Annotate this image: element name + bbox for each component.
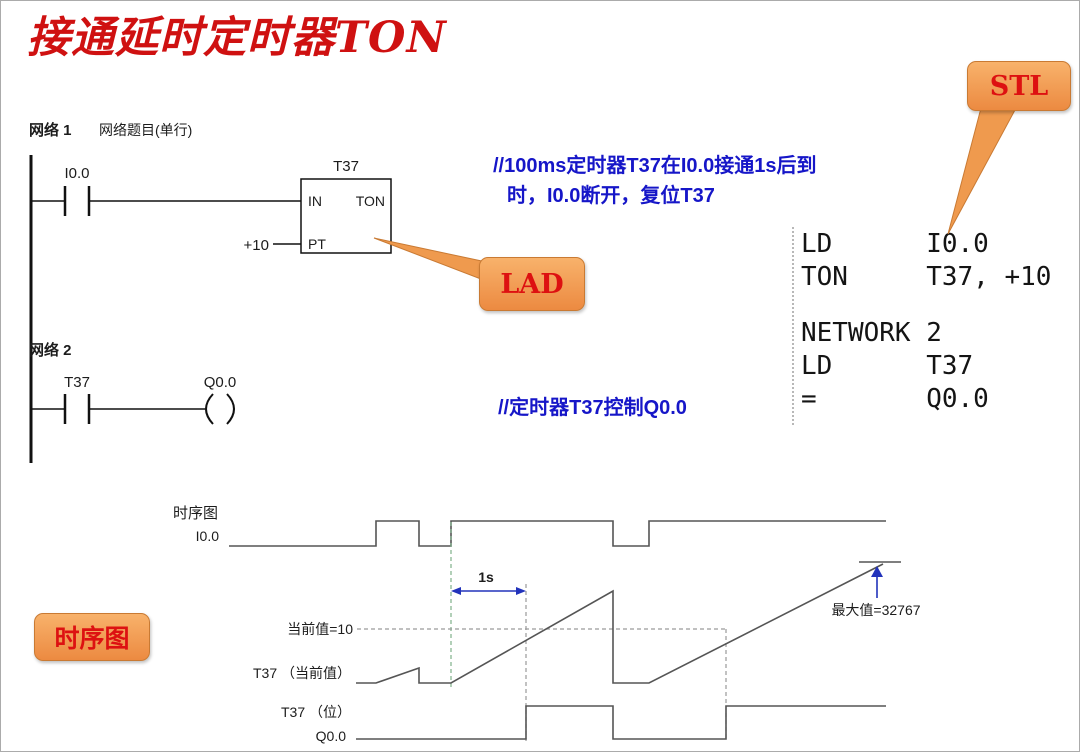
preset-value-label: 当前值=10 — [287, 621, 353, 637]
timer-ton-label: TON — [356, 193, 385, 209]
timer-comment-line2: 时，I0.0断开，复位T37 — [507, 185, 715, 207]
stl-left-rule — [792, 227, 794, 425]
page-title: 接通延时定时器TON — [27, 13, 447, 63]
network1-contact-label: I0.0 — [64, 165, 89, 182]
lad-callout-label: LAD — [500, 268, 564, 300]
ladder-diagram: 网络 1 网络题目(单行) I0.0 T37 IN TON PT +10 网络 … — [29, 121, 392, 463]
stl-code-block: LD I0.0 TON T37, +10 NETWORK 2 LD T37 = … — [801, 229, 1051, 417]
q00-label: Q0.0 — [316, 728, 347, 744]
timer-preset-value: +10 — [244, 237, 269, 254]
network2-label: 网络 2 — [29, 341, 72, 359]
output-comment: //定时器T37控制Q0.0 — [498, 397, 687, 419]
t37-current-value-label: T37 （当前值） — [253, 665, 351, 681]
network1-label: 网络 1 — [29, 121, 72, 139]
i00-signal-label: I0.0 — [196, 528, 220, 544]
max-value-arrow-icon — [871, 566, 883, 598]
network2-rung — [31, 394, 205, 424]
stl-callout: STL — [967, 61, 1071, 111]
lad-callout: LAD — [479, 257, 585, 311]
network1-rung — [31, 186, 301, 216]
stl-callout-label: STL — [989, 70, 1049, 102]
timer-comment: //100ms定时器T37在I0.0接通1s后到 时，I0.0断开，复位T37 — [493, 151, 833, 211]
i00-waveform — [229, 520, 886, 547]
network2-contact-label: T37 — [64, 374, 90, 391]
stl-line: = Q0.0 — [801, 384, 989, 414]
stl-line: LD I0.0 — [801, 229, 989, 259]
coil-label: Q0.0 — [204, 374, 237, 391]
t37-bit-waveform — [356, 705, 886, 740]
timer-in-label: IN — [308, 193, 322, 209]
ton-timer-box — [273, 178, 392, 254]
stl-line: TON T37, +10 — [801, 262, 1052, 292]
stl-line: NETWORK 2 — [801, 318, 942, 348]
t37-bit-label: T37 （位） — [281, 704, 351, 720]
stl-line: LD T37 — [801, 351, 974, 381]
timer-name-label: T37 — [333, 158, 359, 175]
t37-current-value-waveform — [356, 561, 901, 684]
timing-callout-label: 时序图 — [54, 625, 130, 653]
stl-line — [801, 295, 1051, 318]
timing-callout: 时序图 — [34, 613, 150, 661]
timer-comment-line1: //100ms定时器T37在I0.0接通1s后到 — [493, 155, 817, 177]
network1-subtitle: 网络题目(单行) — [99, 122, 192, 138]
one-second-arrow-icon — [451, 587, 526, 595]
timing-diagram-title: 时序图 — [173, 505, 218, 522]
stl-callout-tail-icon — [947, 107, 1016, 235]
timing-diagram: 时序图 I0.0 1s 当前值=10 T37 （当前值） 最大值=32767 — [173, 505, 921, 744]
timer-pt-label: PT — [308, 236, 326, 252]
one-second-label: 1s — [478, 569, 494, 585]
max-value-label: 最大值=32767 — [831, 602, 920, 618]
output-coil — [205, 393, 235, 425]
